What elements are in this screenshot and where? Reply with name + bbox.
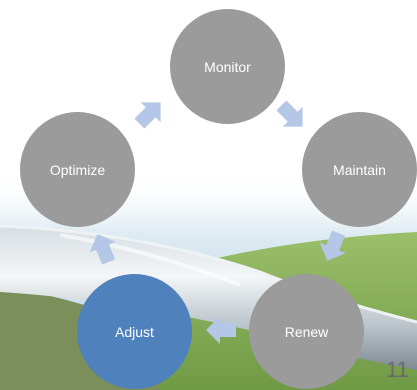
node-adjust: Adjust (77, 274, 192, 389)
arrow-monitor-to-maintain (276, 100, 303, 127)
node-renew: Renew (249, 274, 364, 389)
node-maintain: Maintain (302, 112, 417, 227)
arrow-optimize-to-monitor (134, 102, 161, 129)
node-renew-label: Renew (284, 323, 329, 340)
node-optimize-label: Optimize (49, 161, 106, 178)
node-maintain-label: Maintain (333, 161, 386, 178)
page-number: 11 (386, 357, 409, 382)
node-optimize: Optimize (20, 112, 135, 227)
arrow-adjust-to-optimize (89, 234, 116, 265)
node-monitor: Monitor (170, 9, 285, 124)
node-monitor-label: Monitor (204, 58, 251, 75)
arrow-maintain-to-renew (319, 230, 346, 261)
node-adjust-label: Adjust (115, 323, 154, 340)
arrow-renew-to-adjust (206, 316, 236, 344)
